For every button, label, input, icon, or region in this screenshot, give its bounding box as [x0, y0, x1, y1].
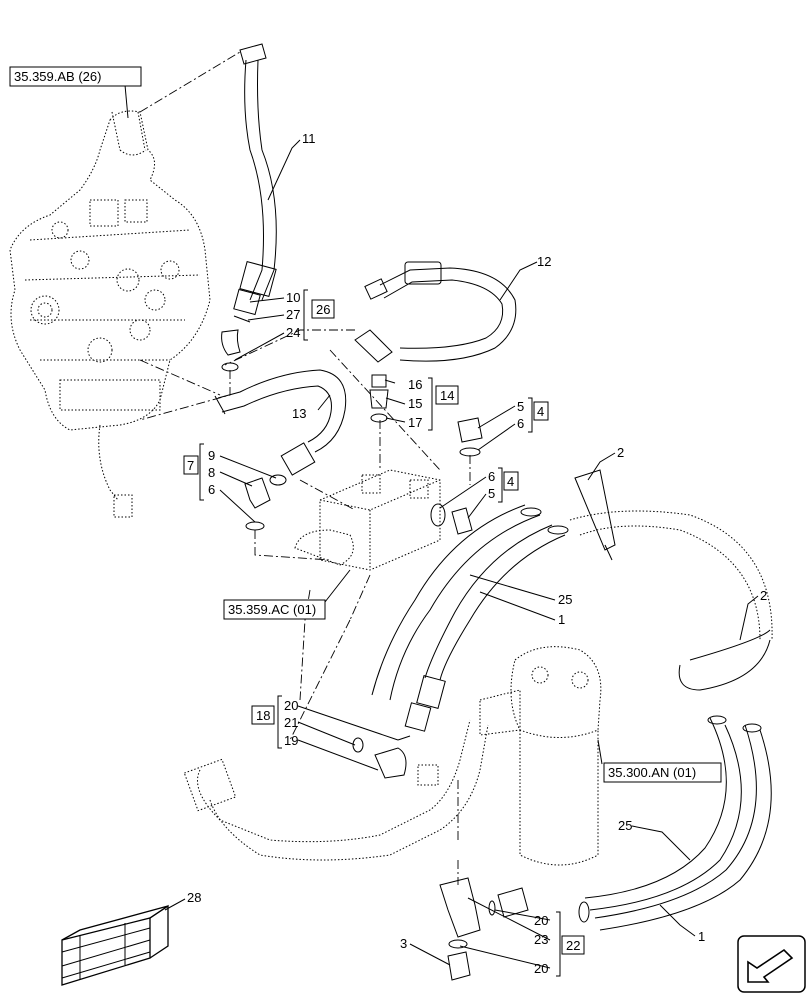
valve-block-drawing — [294, 469, 441, 571]
elbow-8 — [244, 477, 271, 509]
callout-22: 22 — [566, 938, 580, 953]
callout-2-lower[interactable]: 2 — [760, 588, 767, 603]
seal-20-bottom — [448, 939, 468, 949]
leader-lines — [124, 84, 759, 969]
callout-4-lower: 4 — [507, 474, 514, 489]
hose-12-drawing — [354, 261, 517, 363]
seal-20-right — [488, 900, 496, 916]
tee-23 — [439, 877, 481, 938]
group-box-14[interactable]: 14 — [435, 385, 459, 405]
o-ring-17 — [370, 413, 388, 423]
o-ring-24 — [221, 362, 239, 372]
callout-17[interactable]: 17 — [408, 415, 422, 430]
seal-6-upper — [459, 447, 481, 457]
reference-ac-label: 35.359.AC (01) — [228, 602, 316, 617]
callout-14: 14 — [440, 388, 454, 403]
group-box-18[interactable]: 18 — [251, 705, 275, 725]
callout-2-upper[interactable]: 2 — [617, 445, 624, 460]
adapter-15 — [369, 389, 389, 409]
hose-end — [497, 887, 529, 918]
callout-4-upper: 4 — [537, 404, 544, 419]
filter-drawing — [479, 646, 602, 866]
reference-an-label: 35.300.AN (01) — [608, 765, 696, 780]
phantom-lines — [139, 51, 471, 885]
callout-27[interactable]: 27 — [286, 307, 300, 322]
view-direction-arrow-icon — [737, 935, 806, 993]
callout-20-mid[interactable]: 20 — [284, 698, 298, 713]
elbow-19 — [374, 747, 407, 779]
kit-crate-drawing — [61, 904, 169, 986]
hose-1-25-drawing — [371, 504, 773, 931]
callout-16[interactable]: 16 — [408, 377, 422, 392]
callout-8[interactable]: 8 — [208, 465, 215, 480]
callout-12[interactable]: 12 — [537, 254, 551, 269]
callout-3[interactable]: 3 — [400, 936, 407, 951]
callout-21[interactable]: 21 — [284, 715, 298, 730]
callout-1-upper[interactable]: 1 — [558, 612, 565, 627]
callout-25-upper[interactable]: 25 — [558, 592, 572, 607]
callout-5-upper[interactable]: 5 — [517, 399, 524, 414]
callout-6-lower[interactable]: 6 — [488, 469, 495, 484]
control-valve-drawing — [9, 110, 211, 518]
callout-19[interactable]: 19 — [284, 733, 298, 748]
strap-2-lower — [678, 629, 771, 691]
callout-10[interactable]: 10 — [286, 290, 300, 305]
callout-1-lower[interactable]: 1 — [698, 929, 705, 944]
callout-25-lower[interactable]: 25 — [618, 818, 632, 833]
seal-6-left — [245, 521, 265, 531]
hose-11-drawing — [233, 43, 277, 316]
elbow-24 — [221, 329, 241, 356]
group-box-26[interactable]: 26 — [311, 299, 335, 319]
adapter-16 — [371, 374, 387, 388]
return-pipe-drawing — [183, 719, 489, 861]
cap-3 — [447, 951, 471, 981]
o-ring-21 — [352, 737, 364, 753]
callout-6-left[interactable]: 6 — [208, 482, 215, 497]
group-box-22[interactable]: 22 — [561, 935, 585, 955]
callout-13[interactable]: 13 — [292, 406, 306, 421]
callout-23[interactable]: 23 — [534, 932, 548, 947]
group-box-7[interactable]: 7 — [183, 455, 199, 475]
reference-ac[interactable]: 35.359.AC (01) — [223, 599, 326, 620]
plug-5-upper — [457, 417, 483, 443]
callout-5-lower[interactable]: 5 — [488, 486, 495, 501]
hose-13-drawing — [214, 369, 347, 476]
reference-ab-label: 35.359.AB (26) — [14, 69, 101, 84]
callout-20-bottom[interactable]: 20 — [534, 961, 548, 976]
seal-27 — [233, 315, 251, 323]
callout-26: 26 — [316, 302, 330, 317]
reference-an[interactable]: 35.300.AN (01) — [603, 762, 722, 783]
group-box-4-lower[interactable]: 4 — [503, 471, 519, 491]
seal-6-lower — [430, 503, 446, 527]
callout-18: 18 — [256, 708, 270, 723]
o-ring-9 — [269, 474, 287, 486]
callout-20-right[interactable]: 20 — [534, 913, 548, 928]
strap-2-upper-tail — [604, 544, 613, 561]
callout-6-upper[interactable]: 6 — [517, 416, 524, 431]
plug-5-lower — [451, 507, 473, 535]
group-box-4-upper[interactable]: 4 — [533, 401, 549, 421]
callout-11[interactable]: 11 — [302, 131, 316, 146]
callout-9[interactable]: 9 — [208, 448, 215, 463]
callout-7: 7 — [187, 458, 194, 473]
callout-24[interactable]: 24 — [286, 325, 300, 340]
callout-28[interactable]: 28 — [187, 890, 201, 905]
seal-20-mid — [397, 735, 411, 741]
strap-2-upper — [574, 469, 616, 551]
reference-ab[interactable]: 35.359.AB (26) — [9, 66, 142, 87]
callout-15[interactable]: 15 — [408, 396, 422, 411]
group-brackets — [199, 289, 561, 977]
